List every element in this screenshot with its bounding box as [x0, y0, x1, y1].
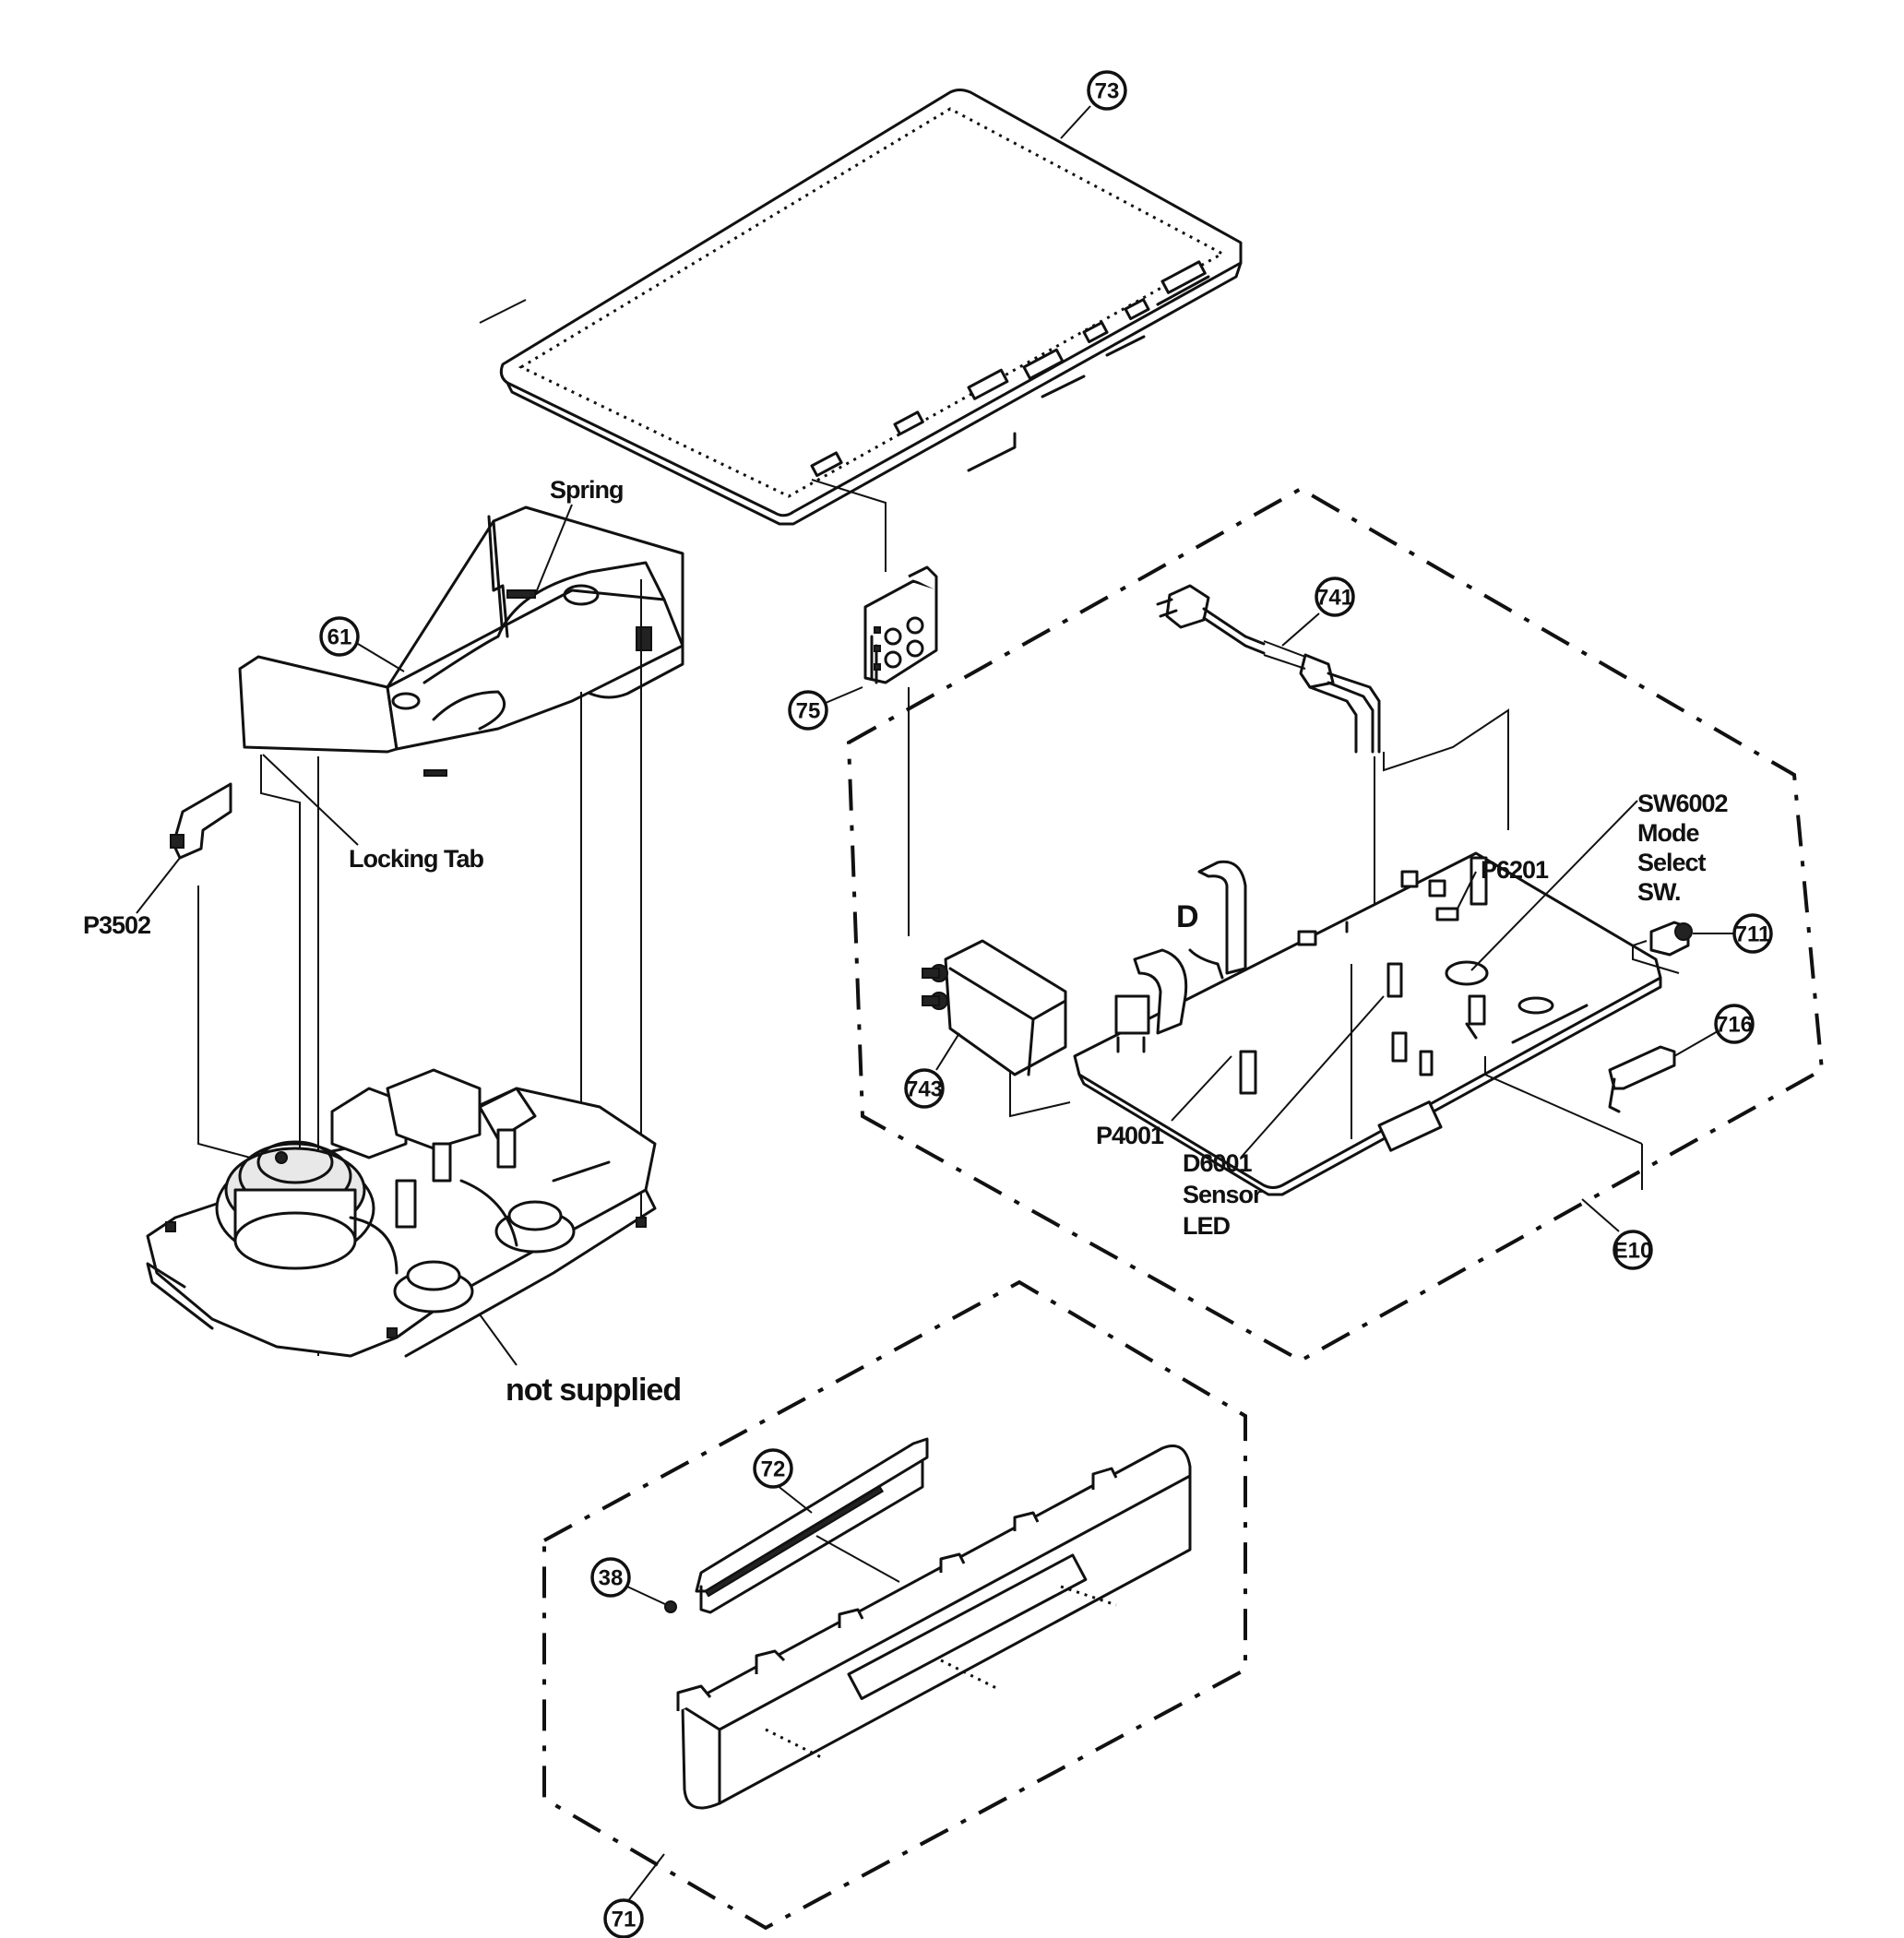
- callout-711: 711: [1693, 913, 1773, 954]
- main-pcb-group-boundary: [846, 486, 1825, 1363]
- svg-text:73: 73: [1095, 79, 1120, 104]
- tape-mechanism-part: [146, 1068, 657, 1358]
- svg-text:Locking Tab: Locking Tab: [349, 845, 484, 873]
- svg-text:E10: E10: [1613, 1239, 1653, 1264]
- svg-text:SW6002: SW6002: [1637, 790, 1728, 817]
- svg-text:LED: LED: [1183, 1212, 1231, 1240]
- svg-text:71: 71: [612, 1908, 637, 1932]
- power-cord-part: [1156, 584, 1381, 754]
- callout-e10: E10: [1581, 1198, 1653, 1270]
- top-cover-part: [479, 89, 1243, 526]
- svg-text:743: 743: [906, 1077, 943, 1102]
- main-pcb-board: [1009, 851, 1662, 1196]
- svg-text:Spring: Spring: [550, 476, 624, 504]
- svg-text:Sensor: Sensor: [1183, 1181, 1263, 1208]
- callout-743: 743: [904, 1032, 960, 1109]
- av-bracket-part: [863, 565, 938, 684]
- locking-tab-label: Locking Tab: [262, 754, 485, 873]
- svg-text:D6001: D6001: [1183, 1149, 1253, 1177]
- mode-switch-part: [1632, 921, 1693, 974]
- tuner-module-part: [922, 939, 1067, 1076]
- p3502-connector-part: [170, 782, 232, 860]
- part-716: [1608, 1045, 1676, 1113]
- assembly-guide-line-cord: [1374, 708, 1509, 909]
- svg-text:Mode: Mode: [1637, 819, 1699, 847]
- svg-text:SW.: SW.: [1637, 878, 1681, 906]
- callout-73: 73: [1060, 70, 1127, 139]
- p4001-label: P4001: [1096, 1055, 1232, 1149]
- callout-741: 741: [1281, 577, 1355, 647]
- front-panel-group-boundary: [542, 1279, 1247, 1931]
- svg-text:38: 38: [599, 1566, 624, 1591]
- svg-text:not supplied: not supplied: [506, 1373, 681, 1408]
- assembly-guide-line-bracket: [811, 479, 910, 936]
- svg-text:72: 72: [761, 1457, 786, 1482]
- svg-text:Select: Select: [1637, 849, 1707, 876]
- callout-38: 38: [590, 1557, 677, 1613]
- svg-text:741: 741: [1316, 586, 1353, 611]
- callout-716: 716: [1673, 1004, 1755, 1057]
- svg-text:P3502: P3502: [83, 911, 150, 939]
- callout-71: 71: [603, 1853, 665, 1938]
- callout-75: 75: [788, 686, 863, 731]
- svg-text:P4001: P4001: [1096, 1122, 1164, 1149]
- callout-61: 61: [319, 616, 405, 672]
- svg-text:711: 711: [1735, 922, 1771, 947]
- svg-text:61: 61: [327, 625, 352, 650]
- callout-72: 72: [753, 1448, 813, 1514]
- sw6002-label: SW6002 Mode Select SW.: [1470, 790, 1729, 971]
- svg-text:D: D: [1176, 899, 1198, 934]
- spring-label: Spring: [534, 476, 625, 596]
- p6201-label: P6201: [1457, 856, 1550, 910]
- svg-text:P6201: P6201: [1481, 856, 1549, 884]
- d-mark-label: D: [1176, 899, 1199, 934]
- p3502-label: P3502: [83, 857, 181, 939]
- svg-text:75: 75: [796, 699, 821, 724]
- window-part: [695, 1437, 929, 1614]
- svg-text:716: 716: [1716, 1013, 1753, 1038]
- cassette-holder-part: [238, 505, 684, 777]
- front-panel-part: [676, 1445, 1192, 1810]
- d6001-label: D6001 Sensor LED: [1183, 995, 1385, 1240]
- not-supplied-label: not supplied: [479, 1314, 682, 1408]
